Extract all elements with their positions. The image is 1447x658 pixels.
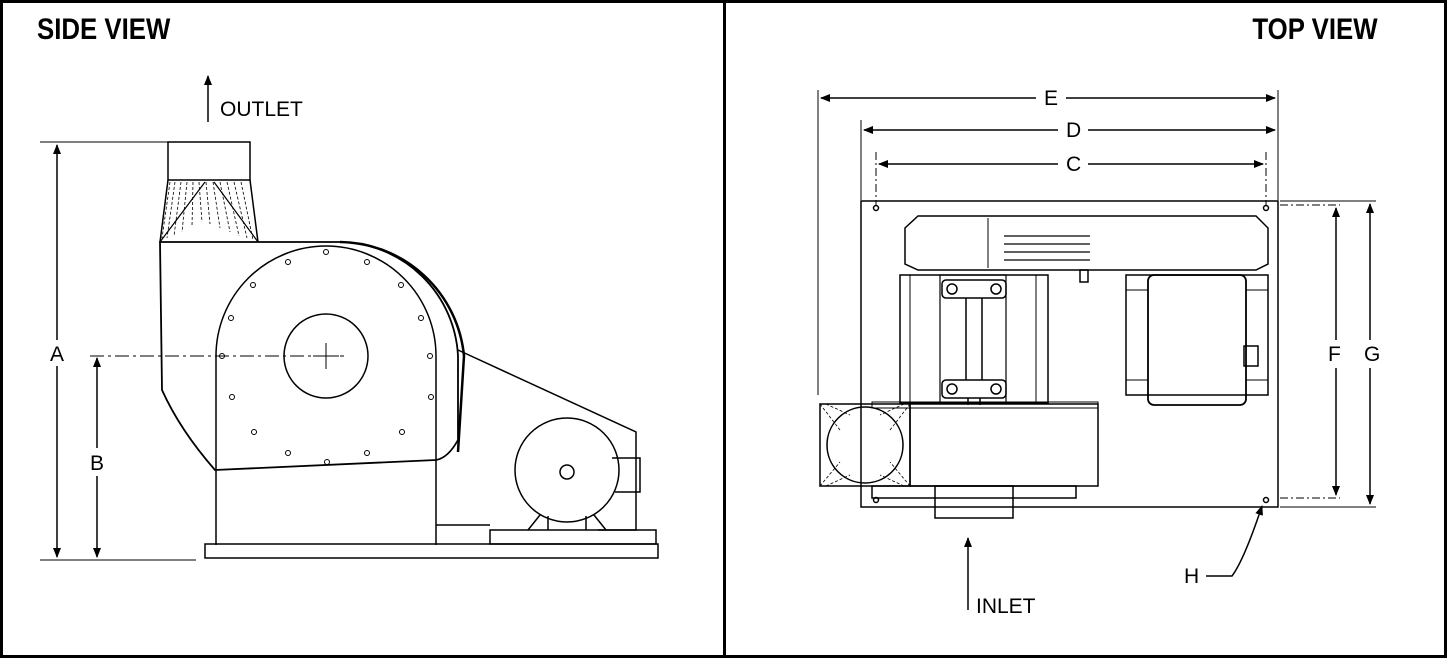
- dimension-g-label: G: [1364, 343, 1380, 366]
- dimension-f: [1280, 204, 1340, 499]
- dimension-e-label: E: [1044, 87, 1058, 110]
- fan-housing-top: [819, 401, 1099, 519]
- top-view-drawing: [817, 90, 1376, 610]
- belt-guard-top: [904, 215, 1269, 283]
- scroll-plate: [215, 245, 437, 545]
- outlet-label: OUTLET: [220, 98, 303, 121]
- fan-inlet-circle: [283, 313, 369, 399]
- top-view-title: TOP VIEW: [1252, 13, 1378, 46]
- shaft-bearings: [899, 274, 1049, 405]
- dimension-a-label: A: [50, 343, 64, 366]
- belt-guard: [436, 349, 637, 531]
- dimension-a: [40, 141, 196, 561]
- base-frame: [860, 200, 1279, 508]
- side-view-panel: SIDE VIEW: [0, 0, 726, 658]
- dimension-c-label: C: [1066, 153, 1081, 176]
- side-view-title: SIDE VIEW: [37, 13, 171, 46]
- base-rail: [204, 543, 659, 559]
- inlet-label: INLET: [976, 595, 1036, 618]
- dimension-h-label: H: [1184, 565, 1199, 588]
- bolt-circle: [219, 249, 434, 465]
- outlet-duct: [159, 141, 259, 243]
- dimension-b-label: B: [90, 452, 104, 475]
- dimension-h-leader: [1206, 505, 1263, 577]
- dimension-e: [817, 90, 1279, 395]
- dimension-f-label: F: [1328, 343, 1341, 366]
- dimension-d-label: D: [1066, 119, 1081, 142]
- top-view-panel: TOP VIEW: [723, 0, 1447, 658]
- side-view-drawing: [40, 75, 659, 561]
- dimension-d: [860, 120, 1276, 200]
- dimension-c: [875, 152, 1267, 205]
- dimension-g: [1280, 200, 1376, 508]
- motor-side: [489, 417, 657, 545]
- motor-top: [1125, 274, 1269, 406]
